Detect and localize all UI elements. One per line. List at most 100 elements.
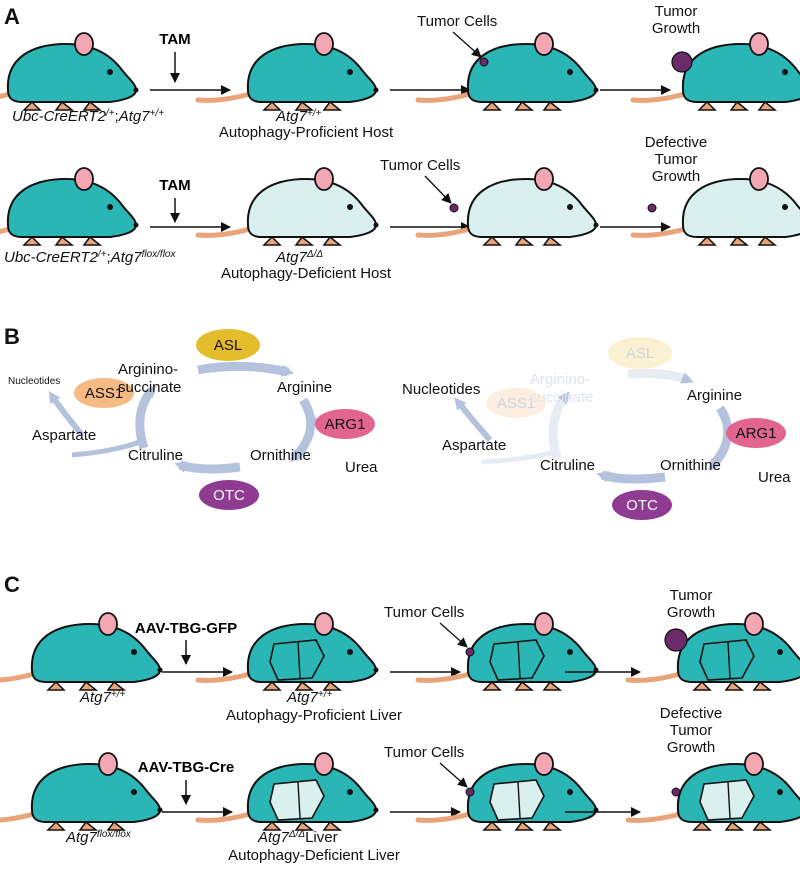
- host-description: Autophagy-Proficient Host: [219, 124, 394, 141]
- cycle-branch: [481, 449, 557, 465]
- arg1-enzyme: [315, 409, 375, 439]
- aspartate-label: Aspartate: [32, 427, 96, 444]
- panel-a-row2: TAM Tumor Cells Defective Tumor Growth U…: [0, 134, 800, 282]
- arginine-label: Arginine: [277, 379, 332, 396]
- mouse-icon: [0, 168, 139, 245]
- tumor-mass: [671, 51, 693, 73]
- argininosuccinate-label: Arginino-: [530, 371, 590, 388]
- mouse-icon: [0, 33, 139, 110]
- tumor-cells-dot: [465, 647, 475, 657]
- cycle-arrow: [596, 470, 666, 484]
- arg1-enzyme: [726, 418, 786, 448]
- argininosuccinate-label: succinate: [530, 389, 593, 406]
- outcome-line: Growth: [667, 739, 715, 756]
- cycle-arrow: [707, 405, 733, 471]
- start-genotype: Atg7+/+: [79, 689, 125, 707]
- citruline-label: Citruline: [540, 457, 595, 474]
- outcome-line: Defective: [645, 134, 708, 151]
- treatment-label: AAV-TBG-GFP: [135, 620, 237, 637]
- start-genotype: Ubc-CreERT2/+;Atg7+/+: [12, 108, 164, 126]
- arg1-label: ARG1: [736, 425, 777, 442]
- urea-label: Urea: [758, 469, 791, 486]
- asl-label: ASL: [626, 345, 654, 362]
- treatment-label: TAM: [159, 31, 190, 48]
- asl-enzyme: [608, 337, 672, 369]
- host-genotype: Atg7+/+: [286, 689, 332, 707]
- tumor-cells-arrow: [439, 622, 468, 648]
- start-genotype: Atg7flox/flox: [65, 829, 132, 847]
- cycle-branch: [71, 437, 146, 458]
- asl-label: ASL: [214, 337, 242, 354]
- cycle-arrow: [174, 460, 241, 474]
- tumor-cells-label: Tumor Cells: [384, 744, 464, 761]
- mouse-icon: [633, 33, 800, 110]
- tumor-cells-dot: [465, 787, 475, 797]
- nucleotides-label: Nucleotides: [402, 381, 480, 398]
- citruline-label: Citruline: [128, 447, 183, 464]
- panel-b-label: B: [4, 324, 20, 349]
- outcome-line: Growth: [667, 604, 715, 621]
- outcome-line: Growth: [652, 168, 700, 185]
- argininosuccinate-label: Arginino-: [118, 361, 178, 378]
- cycle-arrow: [627, 368, 694, 385]
- cycle-arrow: [289, 397, 316, 463]
- argininosuccinate-label: succinate: [118, 379, 181, 396]
- host-genotype: Atg7Δ/Δ: [275, 249, 323, 267]
- tumor-cells-arrow: [424, 175, 452, 204]
- outcome-line: Tumor: [655, 151, 698, 168]
- tumor-cells-dot: [479, 57, 489, 67]
- outcome-line: Tumor: [670, 587, 713, 604]
- panel-c-row1: AAV-TBG-GFP Tumor Cells Tumor Growth Atg…: [0, 587, 800, 724]
- start-genotype: Ubc-CreERT2/+;Atg7flox/flox: [4, 249, 176, 267]
- outcome-line: Growth: [652, 20, 700, 37]
- tumor-cells-label: Tumor Cells: [380, 157, 460, 174]
- urea-label: Urea: [345, 459, 378, 476]
- ornithine-label: Ornithine: [660, 457, 721, 474]
- tumor-mass: [671, 787, 681, 797]
- tumor-mass: [647, 203, 657, 213]
- aspartate-label: Aspartate: [442, 437, 506, 454]
- panel-a-label: A: [4, 4, 20, 29]
- otc-enzyme: [612, 490, 672, 520]
- mouse-icon: [418, 33, 599, 110]
- urea-cycle-deficient: ASL ASS1 ARG1 OTC Arginino- succinate Ar…: [402, 337, 791, 520]
- tumor-cells-dot: [449, 203, 459, 213]
- tumor-mass: [664, 628, 688, 652]
- otc-label: OTC: [213, 487, 245, 504]
- tumor-cells-arrow: [452, 31, 482, 58]
- outcome-line: Tumor: [655, 3, 698, 20]
- otc-enzyme: [199, 480, 259, 510]
- urea-cycle-intact: ASL ASS1 ARG1 OTC Arginino- succinate Ar…: [8, 329, 378, 510]
- ass1-enzyme: [486, 388, 546, 418]
- mouse-icon: [418, 168, 599, 245]
- host-genotype: Atg7Δ/ΔLiver: [257, 829, 338, 847]
- arg1-label: ARG1: [325, 416, 366, 433]
- host-description: Autophagy-Deficient Liver: [228, 847, 400, 864]
- outcome-line: Defective: [660, 705, 723, 722]
- tumor-cells-label: Tumor Cells: [417, 13, 497, 30]
- cycle-arrow: [48, 391, 85, 437]
- mouse-icon: [198, 33, 379, 110]
- outcome-line: Tumor: [670, 722, 713, 739]
- mouse-icon: [198, 168, 379, 245]
- nucleotides-label: Nucleotides: [8, 376, 60, 387]
- host-genotype: Atg7+/+: [275, 108, 321, 126]
- ass1-label: ASS1: [497, 395, 535, 412]
- treatment-label: AAV-TBG-Cre: [138, 759, 234, 776]
- panel-c-row2: AAV-TBG-Cre Tumor Cells Defective Tumor …: [0, 705, 800, 864]
- treatment-label: TAM: [159, 177, 190, 194]
- tumor-cells-arrow: [439, 762, 468, 788]
- cycle-arrow: [197, 361, 294, 377]
- arginine-label: Arginine: [687, 387, 742, 404]
- ass1-enzyme: [74, 378, 134, 408]
- ornithine-label: Ornithine: [250, 447, 311, 464]
- host-description: Autophagy-Proficient Liver: [226, 707, 402, 724]
- cycle-arrow: [454, 397, 493, 442]
- panel-c-label: C: [4, 572, 20, 597]
- panel-a-row1: TAM Tumor Cells Tumor Growth Ubc-CreERT2…: [0, 3, 800, 141]
- otc-label: OTC: [626, 497, 658, 514]
- asl-enzyme: [196, 329, 260, 361]
- ass1-label: ASS1: [85, 385, 123, 402]
- host-description: Autophagy-Deficient Host: [221, 265, 392, 282]
